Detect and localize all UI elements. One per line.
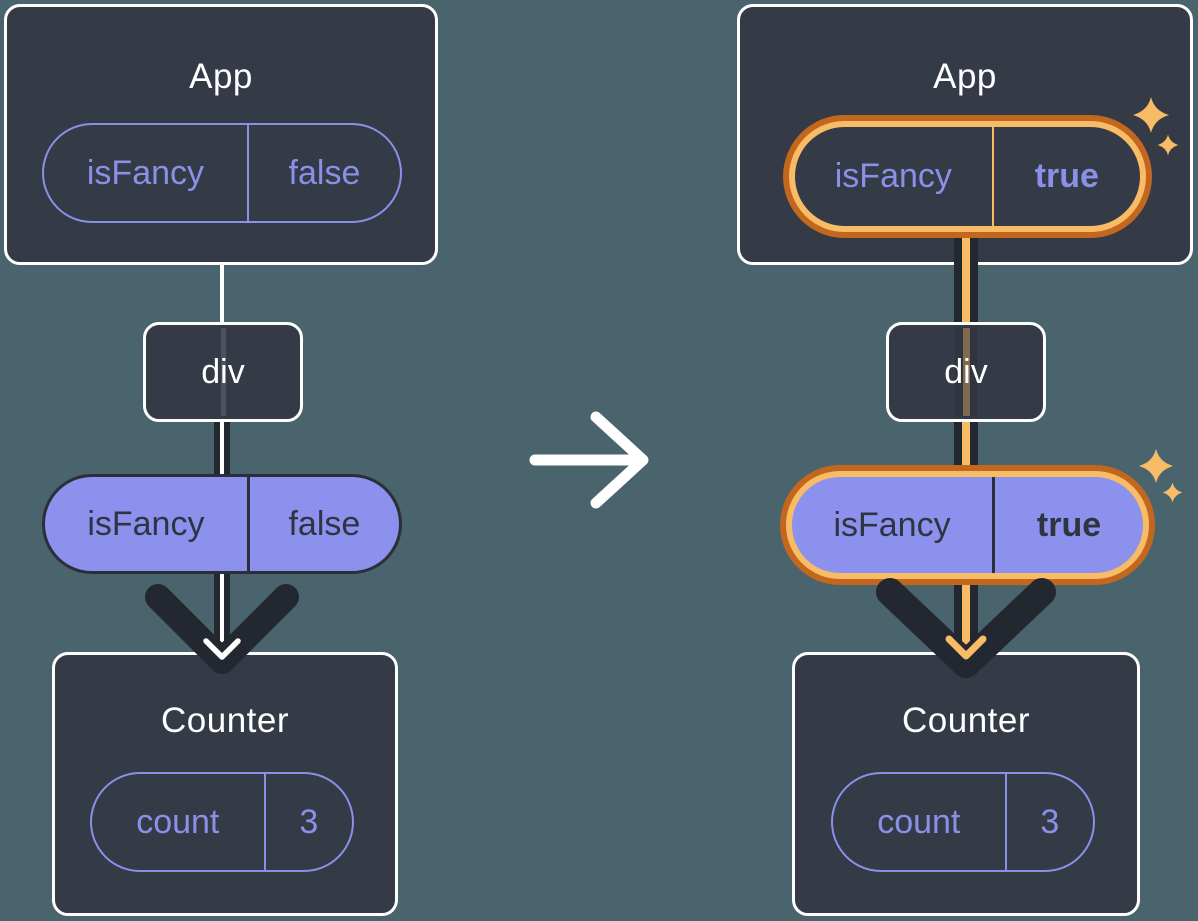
state-value: false — [246, 125, 400, 221]
flow-arrowhead-icon — [145, 584, 299, 674]
prop-name: isFancy — [833, 505, 951, 544]
state-flow-wire-inner — [962, 232, 970, 656]
sparkle-icon — [1132, 96, 1170, 134]
sparkle-icon — [1138, 448, 1174, 484]
flow-arrowhead-icon — [876, 578, 1056, 678]
counter-title: Counter — [160, 701, 290, 740]
state-name: count — [136, 802, 220, 841]
state-value: 3 — [263, 774, 352, 870]
counter-state-pill: count 3 — [90, 772, 354, 872]
wire-through-div-inner — [962, 328, 970, 416]
wire-through-div — [955, 328, 977, 416]
app-state-pill-highlighted: isFancy true — [789, 121, 1146, 232]
wire-through-div — [220, 328, 226, 416]
prop-pill-highlighted: isFancy true — [786, 471, 1149, 579]
flow-arrow-tip-icon — [945, 635, 987, 660]
sparkle-icon — [1162, 482, 1183, 503]
app-title: App — [933, 57, 997, 96]
counter-state-pill: count 3 — [831, 772, 1095, 872]
prop-name: isFancy — [87, 504, 205, 543]
arrow-right-icon — [529, 411, 649, 509]
flow-arrow-tip-icon — [203, 638, 241, 660]
state-value: 3 — [1004, 774, 1093, 870]
prop-value: true — [992, 477, 1143, 573]
sparkle-icon — [1157, 134, 1179, 156]
div-label: div — [201, 352, 245, 391]
app-to-div-wire — [220, 262, 224, 326]
app-state-pill: isFancy false — [42, 123, 402, 223]
div-label: div — [944, 352, 988, 391]
div-node-card: div — [886, 322, 1046, 422]
state-value: true — [991, 127, 1140, 226]
prop-pill: isFancy false — [42, 474, 402, 574]
state-name: isFancy — [86, 153, 205, 192]
div-node-card: div — [143, 322, 303, 422]
prop-value: false — [246, 477, 399, 571]
app-title: App — [189, 57, 253, 96]
counter-title: Counter — [901, 701, 1031, 740]
state-name: count — [877, 802, 961, 841]
state-name: isFancy — [834, 157, 952, 195]
